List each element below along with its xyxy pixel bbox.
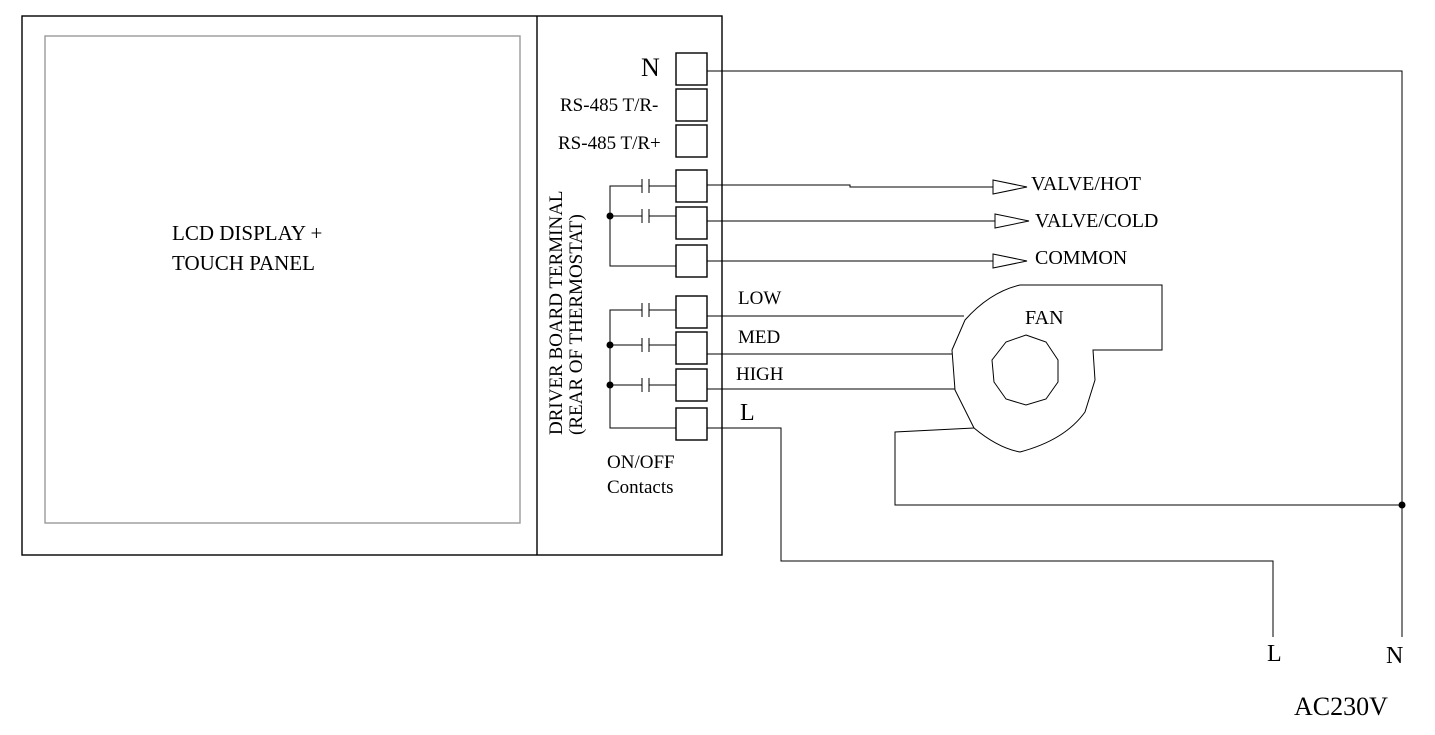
valve-cold-label: VALVE/COLD [1035, 210, 1158, 232]
valve-wiring [707, 179, 1030, 269]
valve-hot-label: VALVE/HOT [1031, 173, 1141, 195]
terminal-block [675, 52, 708, 441]
terminal-fan-med [675, 331, 708, 365]
driver-board-label-line2: (REAR OF THERMOSTAT) [566, 214, 587, 435]
thermostat-housing [21, 15, 723, 556]
wire-neutral [707, 70, 1403, 637]
junction-dot [606, 212, 614, 220]
terminal-rs485-minus-label: RS-485 T/R- [560, 95, 658, 116]
wire-valve-hot [707, 184, 993, 188]
thermostat-outline [21, 15, 723, 556]
wire-live [707, 427, 1274, 637]
junction-dot [1398, 501, 1406, 509]
fan-housing [951, 284, 1163, 453]
terminal-n-label: N [641, 53, 660, 82]
lcd-label-line1: LCD DISPLAY + [172, 221, 322, 245]
valve-relay-contacts [606, 179, 676, 267]
contacts-label-line2: Contacts [607, 477, 674, 498]
terminal-rs485-plus-label: RS-485 T/R+ [558, 133, 661, 154]
arrow-valve-hot [992, 179, 1028, 195]
supply-n-label: N [1386, 643, 1403, 669]
terminal-valve-hot [675, 169, 708, 203]
lcd-display-area [44, 35, 521, 524]
terminal-l [675, 407, 708, 441]
fan-symbol [894, 284, 1402, 506]
supply-voltage-label: AC230V [1294, 692, 1388, 721]
terminal-rs485-minus [675, 88, 708, 122]
supply-l-label: L [1267, 641, 1282, 667]
contacts-label-line1: ON/OFF [607, 452, 675, 473]
driver-board-label-line1: DRIVER BOARD TERMINAL [546, 190, 567, 435]
terminal-common [675, 244, 708, 278]
fan-wiring [707, 315, 964, 390]
lcd-label-line2: TOUCH PANEL [172, 251, 315, 275]
fan-low-label: LOW [738, 288, 781, 309]
terminal-l-label: L [740, 400, 755, 426]
arrow-valve-cold [994, 213, 1030, 229]
terminal-n [675, 52, 708, 86]
terminal-fan-high [675, 368, 708, 402]
fan-high-label: HIGH [736, 364, 784, 385]
terminal-valve-cold [675, 206, 708, 240]
fan-common-bus [609, 309, 676, 429]
junction-dot [606, 381, 614, 389]
common-label: COMMON [1035, 247, 1127, 269]
valve-common-bus [609, 185, 676, 267]
fan-relay-contacts [606, 303, 676, 429]
terminal-rs485-plus [675, 124, 708, 158]
arrow-common [992, 253, 1028, 269]
fan-label: FAN [1025, 307, 1064, 329]
junction-dot [606, 341, 614, 349]
fan-med-label: MED [738, 327, 780, 348]
wire-fan-neutral [894, 427, 1402, 506]
driver-board-label: DRIVER BOARD TERMINAL (REAR OF THERMOSTA… [546, 190, 587, 435]
fan-impeller-icon [991, 334, 1059, 406]
terminal-fan-low [675, 295, 708, 329]
